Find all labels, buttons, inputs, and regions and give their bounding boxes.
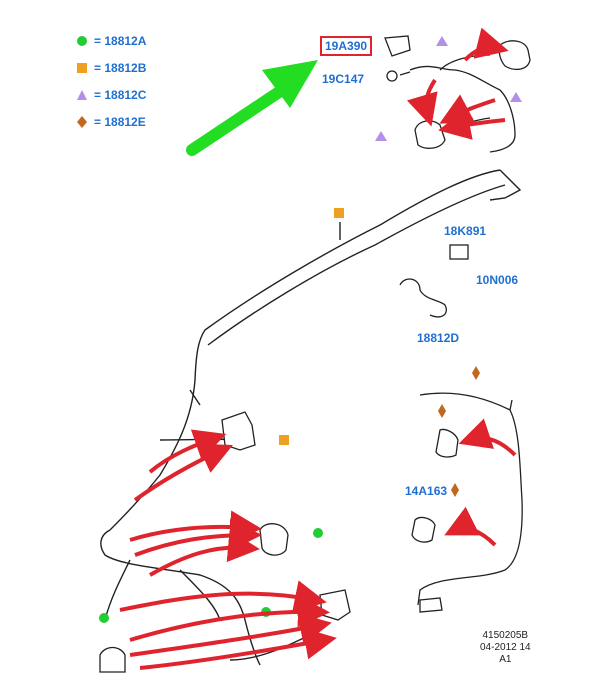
part-label-18k891: 18K891	[444, 224, 487, 238]
legend-text: = 18812B	[94, 61, 147, 75]
part-label-18812d: 18812D	[417, 331, 460, 345]
legend-row-triangle: = 18812C	[76, 86, 146, 104]
legend-row-diamond: = 18812E	[76, 113, 146, 131]
diagram-footer: 4150205B 04-2012 14 A1	[480, 630, 531, 666]
main-wiring-harness	[100, 169, 522, 666]
red-curved-arrow-icon	[119, 429, 337, 670]
purple-triangle-icon	[77, 90, 87, 100]
purple-triangle-icon	[375, 36, 522, 141]
brown-diamond-icon	[77, 116, 87, 128]
part-label-19c147: 19C147	[322, 72, 365, 86]
right-wiring	[399, 244, 523, 613]
legend-text: = 18812E	[94, 115, 146, 129]
part-label-19a390: 19A390	[320, 36, 373, 56]
part-label-14a163: 14A163	[405, 484, 448, 498]
red-curved-arrow-icon	[444, 418, 517, 547]
top-wiring	[384, 35, 531, 153]
footer-line: A1	[499, 654, 512, 665]
legend-text: = 18812C	[94, 88, 147, 102]
legend-row-circle: = 18812A	[76, 32, 146, 50]
legend-row-square: = 18812B	[76, 59, 146, 77]
orange-square-icon	[77, 63, 87, 73]
brown-diamond-icon	[438, 366, 480, 497]
green-circle-icon	[77, 36, 87, 46]
green-arrow-icon	[186, 60, 318, 156]
footer-line: 4150205B	[482, 630, 529, 641]
part-label-10n006: 10N006	[476, 273, 519, 287]
orange-square-icon	[279, 208, 344, 445]
red-curved-arrow-icon	[406, 27, 509, 140]
legend-text: = 18812A	[94, 34, 147, 48]
footer-line: 04-2012 14	[480, 642, 531, 653]
